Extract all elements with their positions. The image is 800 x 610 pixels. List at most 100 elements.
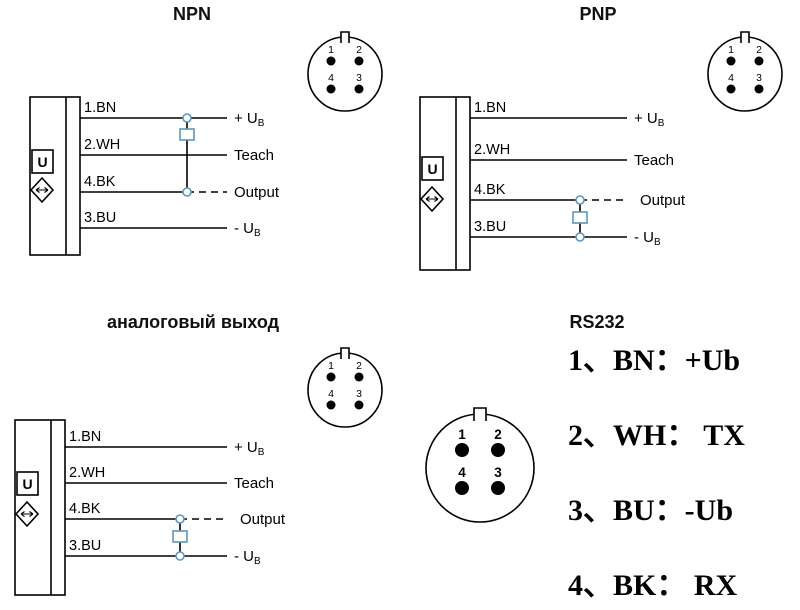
- rs232-connector-pin4-label: 4: [458, 465, 466, 480]
- analog-label-teach: Teach: [234, 475, 274, 492]
- pnp-node-ub: [575, 232, 585, 242]
- npn-pin-label-1bn: 1.BN: [84, 100, 116, 116]
- pnp-label-teach: Teach: [634, 152, 674, 169]
- analog-connector: 1 2 4 3: [307, 347, 383, 428]
- rs232-title: RS232: [569, 312, 625, 332]
- analog-sensor-u-box: [16, 471, 39, 496]
- npn-label-ub-plus: + UB: [234, 110, 265, 129]
- npn-transducer-arrow-icon: [35, 187, 49, 193]
- analog-pin-label-1bn: 1.BN: [69, 429, 101, 445]
- pnp-title: PNP: [579, 4, 617, 24]
- pnp-pin-label-2wh: 2.WH: [474, 142, 510, 158]
- npn-sensor-u-box: [31, 149, 54, 174]
- npn-label-output: Output: [234, 184, 280, 201]
- rs232-pin-line-4: 4、BK： RX: [568, 569, 738, 602]
- npn-node-ub: [182, 113, 192, 123]
- pnp-connector-pin1-label: 1: [728, 44, 734, 56]
- npn-connector-pin1-label: 1: [328, 44, 334, 56]
- pnp-diagram: 1 2 4 3 U 1.BN 2.WH 4.BK 3.BU: [419, 31, 783, 271]
- npn-load-resistor: [179, 128, 195, 141]
- analog-pin-label-2wh: 2.WH: [69, 465, 105, 481]
- rs232-diagram: 1 2 4 3: [425, 407, 535, 523]
- rs232-connector-notch: [473, 407, 487, 421]
- npn-pin-label-2wh: 2.WH: [84, 137, 120, 153]
- analog-transducer-arrow-icon: [20, 511, 34, 517]
- rs232-connector-body: [425, 413, 535, 523]
- npn-sensor-u-label: U: [37, 154, 47, 170]
- analog-connector-notch: [340, 347, 350, 359]
- pnp-connector: 1 2 4 3: [707, 31, 783, 112]
- analog-connector-pin1-dot: [326, 372, 336, 382]
- rs232-connector-pin3-dot: [491, 481, 505, 495]
- analog-pin-label-4bk: 4.BK: [69, 501, 101, 517]
- pnp-connector-pin3-dot: [754, 84, 764, 94]
- npn-connector-body: [307, 36, 383, 112]
- analog-connector-pin3-dot: [354, 400, 364, 410]
- rs232-pin-line-3: 3、BU：-Ub: [568, 494, 734, 527]
- pnp-sensor-u-label: U: [427, 161, 437, 177]
- pnp-wiring: 1.BN 2.WH 4.BK 3.BU + UB Teach Output - …: [470, 100, 686, 248]
- analog-connector-body: [307, 352, 383, 428]
- pnp-pin-label-4bk: 4.BK: [474, 182, 506, 198]
- pnp-sensor-body: [419, 96, 471, 271]
- pnp-connector-pin4-dot: [726, 84, 736, 94]
- analog-label-ub-minus: - UB: [234, 548, 261, 567]
- npn-diagram: 1 2 4 3 U 1.BN 2.WH 4.BK 3.BU: [29, 31, 383, 256]
- analog-connector-pin1-label: 1: [328, 360, 334, 372]
- rs232-pin-line-2: 2、WH： TX: [568, 419, 745, 452]
- analog-node-output: [175, 514, 185, 524]
- analog-label-ub-plus: + UB: [234, 439, 265, 458]
- npn-wiring: 1.BN 2.WH 4.BK 3.BU + UB Teach Output - …: [80, 100, 280, 239]
- npn-sensor-body: [29, 96, 81, 256]
- rs232-connector: 1 2 4 3: [425, 407, 535, 523]
- npn-label-ub-minus: - UB: [234, 220, 261, 239]
- npn-label-teach: Teach: [234, 147, 274, 164]
- analog-wiring: 1.BN 2.WH 4.BK 3.BU + UB Teach Output - …: [65, 429, 286, 567]
- pnp-connector-notch: [740, 31, 750, 43]
- pnp-connector-pin3-label: 3: [756, 72, 762, 84]
- pnp-label-ub-plus: + UB: [634, 110, 665, 129]
- pnp-pin-label-1bn: 1.BN: [474, 100, 506, 116]
- rs232-connector-pin1-label: 1: [458, 427, 466, 442]
- analog-sensor: U: [14, 419, 66, 596]
- pnp-sensor: U: [419, 96, 471, 271]
- npn-sensor: U: [29, 96, 81, 256]
- npn-pin-label-3bu: 3.BU: [84, 210, 116, 226]
- pnp-pin-label-3bu: 3.BU: [474, 219, 506, 235]
- pnp-connector-pin2-dot: [754, 56, 764, 66]
- pnp-load-resistor: [572, 211, 588, 224]
- npn-connector-pin3-dot: [354, 84, 364, 94]
- pnp-connector-pin2-label: 2: [756, 44, 762, 56]
- npn-connector-pin4-dot: [326, 84, 336, 94]
- pnp-connector-body: [707, 36, 783, 112]
- analog-label-output: Output: [240, 511, 286, 528]
- rs232-connector-pin2-label: 2: [494, 427, 502, 442]
- analog-connector-pin2-label: 2: [356, 360, 362, 372]
- rs232-pin-line-1: 1、BN：+Ub: [568, 344, 741, 377]
- analog-sensor-u-label: U: [22, 476, 32, 492]
- analog-pin-label-3bu: 3.BU: [69, 538, 101, 554]
- npn-connector-pin4-label: 4: [328, 72, 334, 84]
- analog-node-ub: [175, 551, 185, 561]
- npn-node-output: [182, 187, 192, 197]
- npn-connector-pin3-label: 3: [356, 72, 362, 84]
- analog-load-resistor: [172, 530, 188, 543]
- analog-diagram: 1 2 4 3 U 1.BN 2.WH 4.BK 3.BU: [14, 347, 383, 596]
- npn-connector-pin1-dot: [326, 56, 336, 66]
- npn-connector: 1 2 4 3: [307, 31, 383, 112]
- pnp-label-output: Output: [640, 192, 686, 209]
- npn-connector-pin2-label: 2: [356, 44, 362, 56]
- analog-title: аналоговый выход: [106, 312, 280, 332]
- analog-connector-pin4-label: 4: [328, 388, 334, 400]
- rs232-connector-pin2-dot: [491, 443, 505, 457]
- pnp-node-output: [575, 195, 585, 205]
- pnp-transducer-arrow-icon: [425, 196, 439, 202]
- pnp-connector-pin4-label: 4: [728, 72, 734, 84]
- pnp-sensor-u-box: [421, 156, 444, 181]
- npn-pin-label-4bk: 4.BK: [84, 174, 116, 190]
- npn-connector-notch: [340, 31, 350, 43]
- npn-connector-pin2-dot: [354, 56, 364, 66]
- npn-title: NPN: [172, 4, 211, 24]
- rs232-connector-pin3-label: 3: [494, 465, 502, 480]
